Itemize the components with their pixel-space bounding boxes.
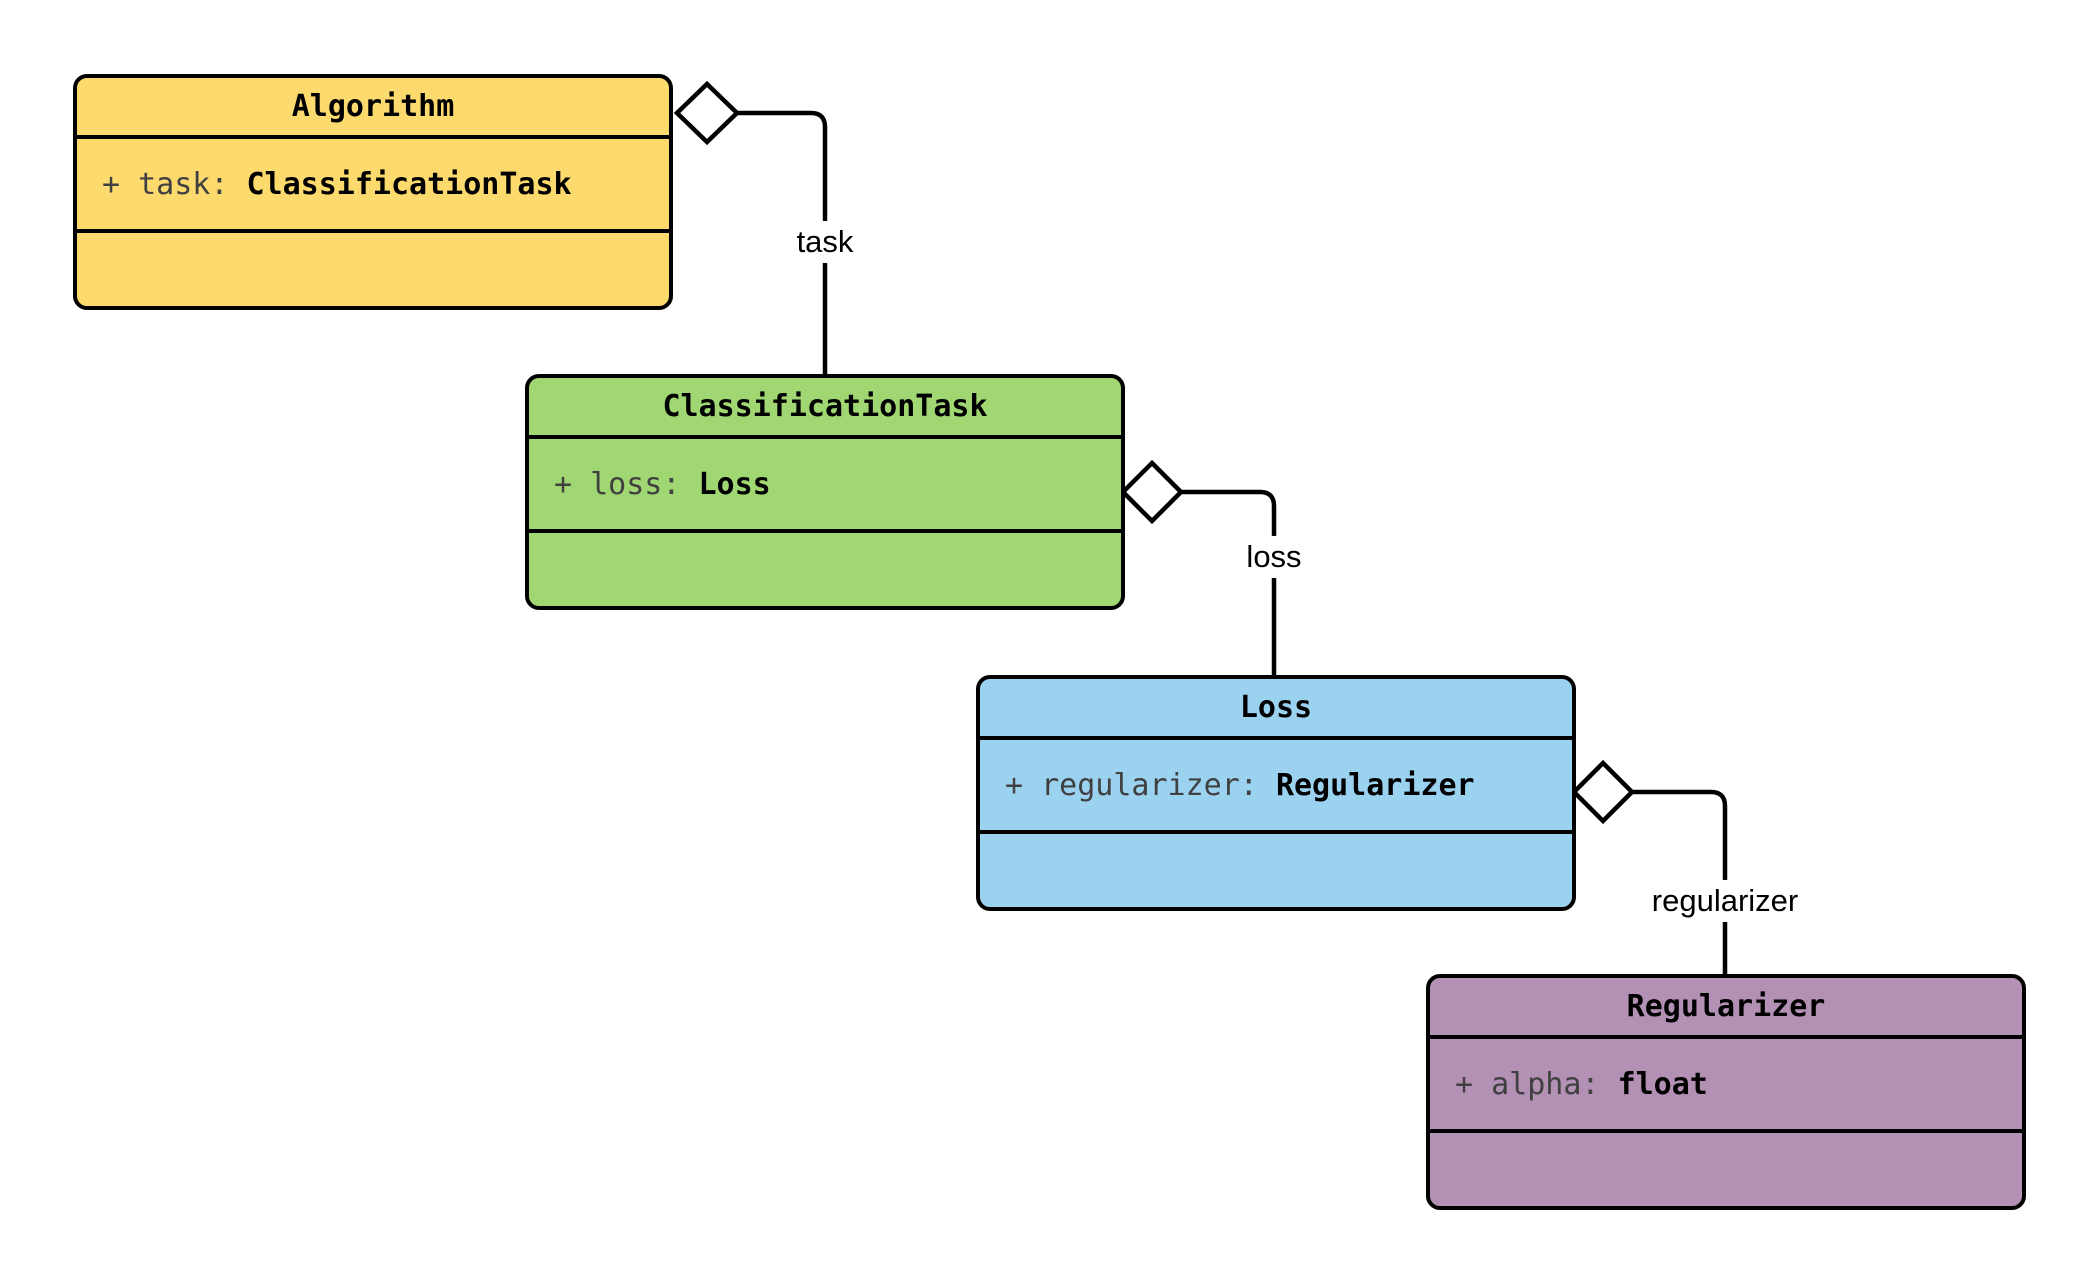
edge-label-regularizer: regularizer — [1644, 879, 1806, 923]
methods-compartment-empty — [1430, 1133, 2022, 1206]
class-attribute-row: + loss: Loss — [529, 439, 1121, 533]
attribute-type: ClassificationTask — [246, 166, 572, 202]
edge-label-task: task — [789, 220, 861, 264]
edge-task-connector — [737, 110, 828, 377]
class-algorithm: Algorithm + task: ClassificationTask — [73, 74, 673, 310]
class-loss: Loss + regularizer: Regularizer — [976, 675, 1576, 911]
class-title: Algorithm — [77, 78, 669, 139]
methods-compartment-empty — [529, 533, 1121, 606]
class-classificationtask: ClassificationTask + loss: Loss — [525, 374, 1125, 610]
attribute-text: + alpha: — [1455, 1066, 1618, 1102]
class-title: Regularizer — [1430, 978, 2022, 1039]
class-attribute-row: + task: ClassificationTask — [77, 139, 669, 233]
class-title: Loss — [980, 679, 1572, 740]
attribute-text: + loss: — [554, 466, 699, 502]
attribute-type: Regularizer — [1275, 767, 1475, 803]
class-title: ClassificationTask — [529, 378, 1121, 439]
class-attribute-row: + regularizer: Regularizer — [980, 740, 1572, 834]
attribute-type: float — [1617, 1066, 1708, 1102]
aggregation-diamond-regularizer-icon — [1570, 759, 1636, 825]
class-attribute-row: + alpha: float — [1430, 1039, 2022, 1133]
class-regularizer: Regularizer + alpha: float — [1426, 974, 2026, 1210]
attribute-text: + task: — [102, 166, 247, 202]
attribute-type: Loss — [698, 466, 771, 502]
methods-compartment-empty — [980, 834, 1572, 907]
attribute-text: + regularizer: — [1005, 767, 1276, 803]
edge-regularizer-connector — [1632, 789, 1728, 977]
edge-label-loss: loss — [1239, 535, 1309, 579]
aggregation-diamond-task-icon — [673, 80, 741, 146]
edge-loss-connector — [1181, 489, 1277, 678]
methods-compartment-empty — [77, 233, 669, 306]
aggregation-diamond-loss-icon — [1119, 459, 1185, 525]
